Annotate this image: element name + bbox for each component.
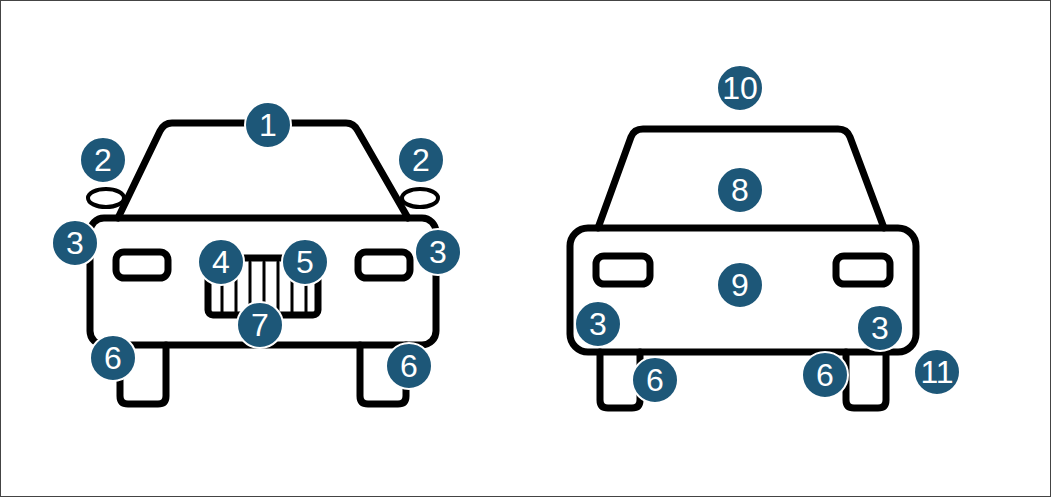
callout-number: 2: [79, 136, 127, 184]
taillight: [836, 256, 890, 284]
headlight: [358, 252, 410, 278]
mirror: [402, 189, 438, 207]
headlight: [116, 252, 168, 278]
callout-number: 4: [197, 238, 245, 286]
mirror: [88, 189, 124, 207]
callout-number: 7: [236, 301, 284, 349]
callout-number: 11: [913, 348, 961, 396]
callout-number: 1: [244, 101, 292, 149]
callout-number: 3: [574, 300, 622, 348]
rear-window: [598, 129, 884, 228]
callout-number: 6: [89, 334, 137, 382]
callout-number: 2: [397, 136, 445, 184]
callout-number: 5: [281, 238, 329, 286]
callout-number: 6: [631, 356, 679, 404]
callout-number: 3: [51, 219, 99, 267]
callout-number: 8: [716, 166, 764, 214]
callout-number: 9: [716, 261, 764, 309]
car-body-rear: [570, 228, 916, 352]
wheel: [846, 352, 886, 408]
taillight: [596, 256, 650, 284]
callout-number: 3: [856, 304, 904, 352]
callout-number: 10: [716, 64, 764, 112]
callout-number: 6: [385, 342, 433, 390]
callout-number: 3: [414, 228, 462, 276]
callout-number: 6: [801, 351, 849, 399]
